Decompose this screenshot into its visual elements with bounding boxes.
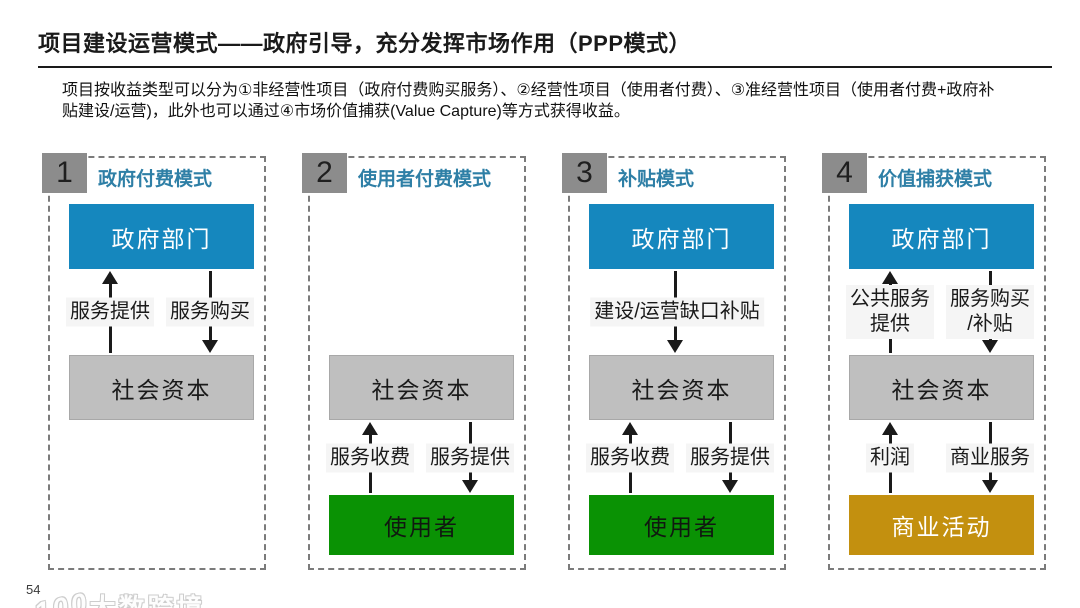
arrowhead-icon — [667, 340, 683, 353]
social-capital-box: 社会资本 — [849, 355, 1034, 420]
arrowhead-icon — [982, 340, 998, 353]
model-number-badge: 2 — [302, 153, 347, 193]
business-activity-box: 商业活动 — [849, 495, 1034, 555]
arrowhead-icon — [622, 422, 638, 435]
social-capital-box: 社会资本 — [329, 355, 514, 420]
connector-lower: 服务收费 服务提供 — [570, 420, 784, 495]
arrow-label: 服务提供 — [426, 443, 514, 472]
page-number: 54 — [26, 582, 41, 597]
model-number-badge: 3 — [562, 153, 607, 193]
user-box: 使用者 — [589, 495, 774, 555]
user-box: 使用者 — [329, 495, 514, 555]
title-divider — [38, 66, 1052, 68]
model-column-value-capture: 4 价值捕获模式 政府部门 公共服务 提供 服务购买 /补贴 社会资本 利润 商… — [822, 153, 1046, 570]
arrow-label: 服务收费 — [326, 443, 414, 472]
brand-watermark: 100大数跨境 — [4, 570, 206, 608]
model-title: 价值捕获模式 — [878, 169, 993, 190]
arrowhead-icon — [882, 422, 898, 435]
arrow-label: 服务提供 — [66, 297, 154, 327]
model-title: 补贴模式 — [618, 169, 695, 190]
intro-text: 项目按收益类型可以分为①非经营性项目（政府付费购买服务）、②经营性项目（使用者付… — [62, 82, 995, 120]
social-capital-box: 社会资本 — [589, 355, 774, 420]
arrow-label: 公共服务 提供 — [846, 285, 934, 339]
connector-lower: 利润 商业服务 — [830, 420, 1044, 495]
government-box: 政府部门 — [849, 204, 1034, 269]
connector-upper: 公共服务 提供 服务购买 /补贴 — [830, 269, 1044, 355]
arrowhead-icon — [722, 480, 738, 493]
arrowhead-icon — [362, 422, 378, 435]
model-column-subsidy: 3 补贴模式 政府部门 建设/运营缺口补贴 社会资本 服务收费 服务提供 使用者 — [562, 153, 786, 570]
arrow-label: 服务收费 — [586, 443, 674, 472]
arrowhead-icon — [202, 340, 218, 353]
arrow-label: 服务购买 /补贴 — [946, 285, 1034, 339]
arrowhead-icon — [102, 271, 118, 284]
arrow-label: 利润 — [866, 443, 914, 472]
model-column-government-pay: 1 政府付费模式 政府部门 服务提供 服务购买 社会资本 — [42, 153, 266, 570]
connector-upper: 建设/运营缺口补贴 — [570, 269, 784, 355]
connector-lower: 服务收费 服务提供 — [310, 420, 524, 495]
arrowhead-icon — [882, 271, 898, 284]
model-number-badge: 4 — [822, 153, 867, 193]
arrowhead-icon — [982, 480, 998, 493]
arrow-label: 服务购买 — [166, 297, 254, 327]
connector-upper: 服务提供 服务购买 — [50, 269, 264, 355]
brand-name: 大数跨境 — [89, 593, 206, 608]
model-title: 政府付费模式 — [98, 169, 213, 190]
model-number-badge: 1 — [42, 153, 87, 193]
arrow-label: 建设/运营缺口补贴 — [590, 297, 764, 327]
arrow-label: 服务提供 — [686, 443, 774, 472]
arrowhead-icon — [462, 480, 478, 493]
model-title: 使用者付费模式 — [358, 169, 492, 190]
model-column-user-pay: 2 使用者付费模式 社会资本 服务收费 服务提供 使用者 — [302, 153, 526, 570]
page-title: 项目建设运营模式——政府引导，充分发挥市场作用（PPP模式） — [38, 31, 692, 56]
social-capital-box: 社会资本 — [69, 355, 254, 420]
government-box: 政府部门 — [589, 204, 774, 269]
government-box: 政府部门 — [69, 204, 254, 269]
arrow-label: 商业服务 — [946, 443, 1034, 472]
